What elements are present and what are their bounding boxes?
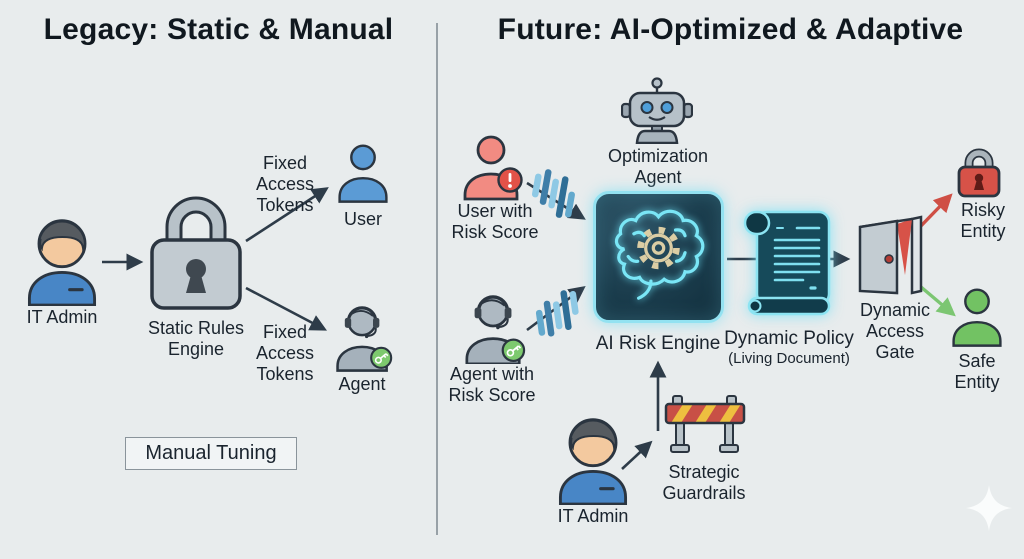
optimization-agent-label: Optimization Agent — [607, 146, 709, 188]
user-with-risk-label: User with Risk Score — [451, 201, 539, 243]
manual-tuning-label: Manual Tuning — [145, 442, 277, 464]
arrow-engine-to-agent — [245, 286, 327, 331]
future-it-admin-label: IT Admin — [557, 506, 629, 526]
panel-divider — [436, 23, 438, 535]
it-admin-person-icon — [27, 219, 97, 306]
dynamic-policy-label: Dynamic Policy (Living Document) — [724, 328, 854, 368]
risk-user-icon — [463, 135, 523, 201]
safe-entity-label: Safe Entity — [954, 351, 1000, 393]
risky-entity-label: Risky Entity — [960, 200, 1006, 242]
it-admin-person-icon — [558, 418, 628, 505]
key-badge-icon — [501, 338, 526, 363]
exclamation-badge-icon — [497, 167, 523, 193]
agent-label: Agent — [338, 374, 386, 394]
arrow-admin-to-guardrails — [621, 440, 653, 470]
fixed-access-tokens-user-label: Fixed Access Tokens — [255, 153, 315, 216]
headset-icon — [476, 295, 510, 312]
risk-agent-headset-icon — [465, 295, 526, 364]
door-icon — [858, 215, 923, 295]
green-person-icon — [952, 288, 1002, 347]
brain-gear-icon — [614, 209, 705, 300]
ai-risk-engine-label: AI Risk Engine — [595, 333, 721, 354]
arrow-engine-to-user — [245, 187, 329, 243]
dynamic-access-gate-label: Dynamic Access Gate — [859, 300, 931, 363]
sparkle-icon — [966, 485, 1012, 531]
hair-icon — [38, 220, 86, 252]
headset-icon — [346, 306, 378, 322]
user-icon — [338, 144, 388, 203]
strategic-guardrails-label: Strategic Guardrails — [662, 462, 746, 504]
arrow-gate-to-risky — [916, 193, 953, 231]
ai-risk-engine-box — [593, 191, 724, 323]
legacy-title: Legacy: Static & Manual — [43, 13, 394, 46]
agent-headset-icon — [336, 306, 393, 372]
fixed-access-tokens-agent-label: Fixed Access Tokens — [255, 322, 315, 385]
future-title: Future: AI-Optimized & Adaptive — [497, 13, 964, 46]
red-padlock-icon — [957, 148, 1001, 198]
user-label: User — [343, 209, 383, 229]
barrier-icon — [664, 395, 746, 453]
scroll-icon — [743, 210, 831, 316]
robot-icon — [621, 77, 693, 144]
key-badge-icon — [370, 346, 393, 369]
static-rules-padlock-icon — [150, 196, 242, 310]
static-rules-engine-label: Static Rules Engine — [147, 318, 245, 360]
it-admin-label: IT Admin — [26, 307, 98, 327]
hair-icon — [569, 419, 617, 451]
manual-tuning-box: Manual Tuning — [125, 437, 297, 470]
agent-with-risk-label: Agent with Risk Score — [448, 364, 536, 406]
arrow-gate-to-safe — [919, 285, 956, 317]
data-stream-icon — [535, 290, 579, 337]
data-stream-icon — [531, 169, 575, 218]
